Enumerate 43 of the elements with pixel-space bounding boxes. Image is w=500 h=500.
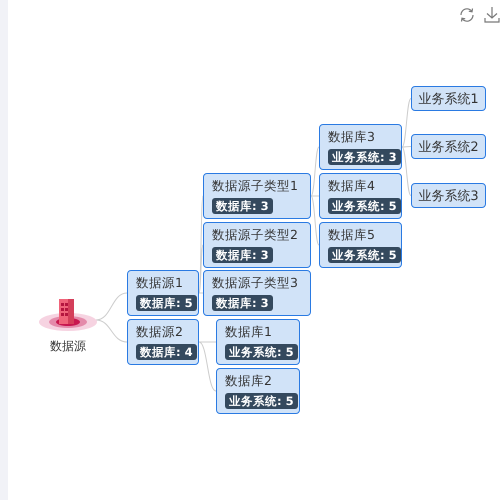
- tree-node-box: [216, 319, 300, 365]
- connector-line: [198, 244, 204, 294]
- tree-node-box: [127, 270, 199, 316]
- count-badge: 数据库: 5: [136, 295, 197, 311]
- count-badge: 数据库: 3: [212, 198, 273, 214]
- tree-node-box: [127, 319, 199, 365]
- connector-line: [402, 146, 412, 196]
- count-badge: 数据库: 3: [212, 247, 273, 263]
- tree-node-box: [203, 222, 311, 268]
- tree-node-box: 业务系统3: [411, 183, 486, 208]
- connector-line: [198, 342, 216, 392]
- connector-line: [402, 98, 412, 148]
- count-badge: 业务系统: 5: [328, 198, 401, 214]
- count-badge: 数据库: 4: [136, 344, 197, 360]
- node-title: 数据库4: [328, 177, 376, 195]
- tree-node-box: [216, 368, 300, 414]
- connector-line: [402, 146, 412, 148]
- tree-node-box: 业务系统2: [411, 134, 486, 159]
- connector-line: [96, 292, 128, 320]
- count-badge: 业务系统: 5: [328, 247, 401, 263]
- count-badge: 数据库: 3: [212, 295, 273, 311]
- node-title: 数据源子类型2: [212, 226, 299, 244]
- node-title: 数据源子类型3: [212, 274, 299, 292]
- tree-node-box: [203, 270, 311, 316]
- node-title: 数据库1: [225, 323, 273, 341]
- node-label: 数据源: [49, 338, 87, 355]
- count-badge: 业务系统: 5: [225, 344, 298, 360]
- count-badge: 业务系统: 3: [328, 149, 401, 165]
- node-title: 数据源子类型1: [212, 177, 299, 195]
- node-title: 数据源2: [136, 323, 184, 341]
- node-title: 数据库3: [328, 128, 376, 146]
- connector-line: [310, 146, 320, 196]
- node-title: 数据源1: [136, 274, 184, 292]
- tree-node-box: [319, 124, 402, 170]
- connector-line: [96, 320, 128, 342]
- tree-node-box: 业务系统1: [411, 86, 486, 111]
- tree-node-box: [203, 173, 311, 219]
- node-title: 数据库2: [225, 372, 273, 390]
- tree-node-box: [319, 222, 402, 268]
- node-title: 数据库5: [328, 226, 376, 244]
- count-badge: 业务系统: 5: [225, 393, 298, 409]
- tree-node-box: [319, 173, 402, 219]
- connector-line: [198, 292, 204, 294]
